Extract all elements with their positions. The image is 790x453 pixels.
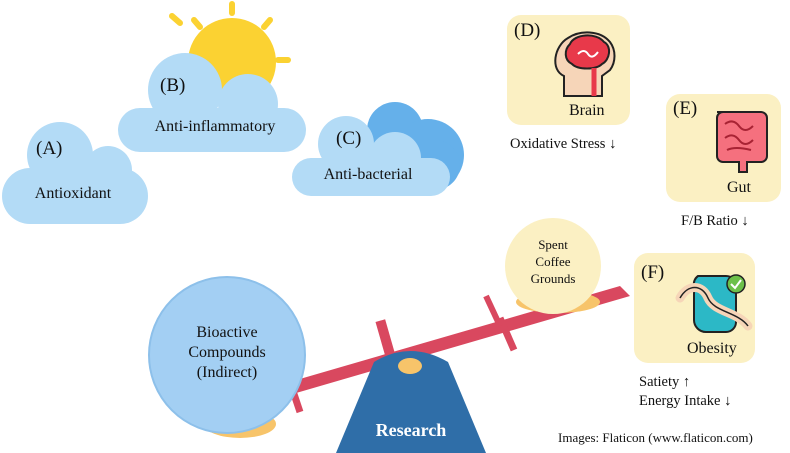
card-f-name: Obesity — [687, 340, 737, 357]
intestine-icon — [716, 111, 768, 173]
cloud-a-label: Antioxidant — [34, 185, 112, 202]
card-e-effect: F/B Ratio ↓ — [681, 213, 749, 229]
cloud-b-letter: (B) — [160, 75, 186, 96]
card-d-name: Brain — [569, 102, 605, 119]
left-ball-line-2: Compounds — [188, 344, 266, 361]
card-f-letter: (F) — [641, 262, 665, 283]
cloud-b-label: Anti-inflammatory — [154, 118, 276, 135]
cloud-b-shape — [118, 53, 306, 152]
cloud-c-label: Anti-bacterial — [323, 166, 413, 183]
left-ball-line-3: (Indirect) — [196, 364, 258, 381]
card-e-letter: (E) — [673, 98, 698, 119]
cloud-a-shape — [2, 122, 148, 224]
card-f-effect-2: Energy Intake ↓ — [639, 393, 732, 409]
card-d-letter: (D) — [514, 20, 541, 41]
right-ball-line-2: Coffee — [535, 254, 571, 269]
fulcrum-label: Research — [375, 420, 447, 440]
image-credit: Images: Flaticon (www.flaticon.com) — [558, 430, 753, 445]
cloud-c-shape — [292, 102, 464, 196]
card-e-name: Gut — [727, 179, 751, 196]
obesity-icon — [675, 274, 753, 333]
spent-coffee-grounds-ball — [505, 218, 601, 314]
card-d-effect: Oxidative Stress ↓ — [510, 136, 617, 152]
right-ball-line-3: Grounds — [530, 271, 576, 286]
card-f-effect-1: Satiety ↑ — [639, 374, 691, 390]
left-ball-line-1: Bioactive — [196, 324, 258, 341]
cloud-c-letter: (C) — [336, 128, 362, 149]
bioactive-compounds-ball — [148, 276, 306, 438]
cloud-a-letter: (A) — [36, 138, 63, 159]
brain-icon — [554, 31, 616, 97]
fulcrum-shape — [336, 351, 486, 453]
right-ball-line-1: Spent — [538, 237, 568, 252]
